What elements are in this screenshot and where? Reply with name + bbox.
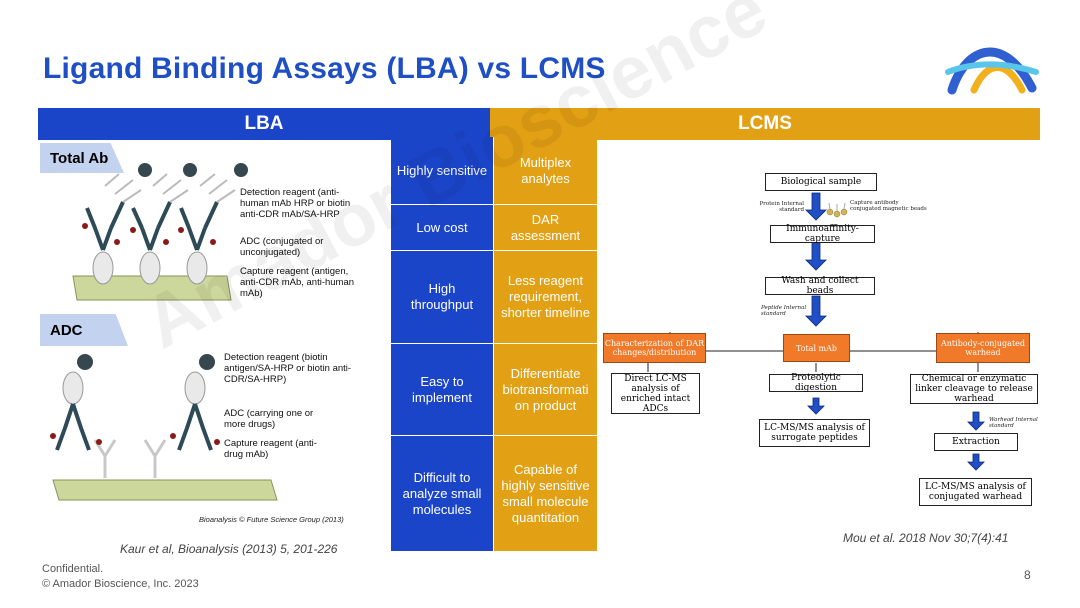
lcms-advantage: DAR assessment (494, 205, 597, 250)
direct-lcms-box: Direct LC-MS analysis of enriched intact… (611, 373, 700, 414)
surrogate-peptide-box: LC-MS/MS analysis of surrogate peptides (759, 419, 870, 447)
figure-copyright: Bioanalysis © Future Science Group (2013… (199, 515, 344, 524)
total-mab-branch-box: Total mAb (783, 334, 850, 362)
total-ab-tag: Total Ab (40, 143, 124, 173)
total-ab-capture-annotation: Capture reagent (antigen, anti-CDR mAb, … (240, 266, 355, 299)
page-number: 8 (1024, 568, 1031, 582)
lba-limitation: Difficult to analyze small molecules (391, 436, 494, 551)
biological-sample-box: Biological sample (765, 173, 877, 191)
magnetic-beads-icon (826, 202, 848, 218)
lba-advantage: Easy to implement (391, 344, 494, 435)
comparison-row: Low cost DAR assessment (391, 205, 597, 251)
lcms-advantage: Multiplex analytes (494, 137, 597, 204)
lcms-advantage: Less reagent requirement, shorter timeli… (494, 251, 597, 343)
conjugated-warhead-box: LC-MS/MS analysis of conjugated warhead (919, 478, 1032, 506)
peptide-standard-note: Peptide Internal standard (761, 305, 807, 317)
adc-adc-annotation: ADC (carrying one or more drugs) (224, 408, 314, 430)
immunoaffinity-capture-box: Immunoaffinity-capture (770, 224, 875, 244)
amador-logo (944, 40, 1039, 100)
copyright-notice: © Amador Bioscience, Inc. 2023 (42, 578, 199, 590)
comparison-row: Difficult to analyze small molecules Cap… (391, 436, 597, 551)
wash-collect-box: Wash and collect beads (765, 276, 875, 296)
linker-cleavage-box: Chemical or enzymatic linker cleavage to… (910, 374, 1038, 404)
lcms-advantage: Differentiate biotransformati on product (494, 344, 597, 435)
proteolytic-digestion-box: Proteolytic digestion (769, 373, 863, 393)
lba-assay-illustration (50, 163, 278, 501)
lcms-header: LCMS (490, 108, 1040, 140)
comparison-row: High throughput Less reagent requirement… (391, 251, 597, 344)
lba-advantage: High throughput (391, 251, 494, 343)
lba-citation: Kaur et al, Bioanalysis (2013) 5, 201-22… (120, 542, 338, 556)
lba-header: LBA (38, 108, 490, 140)
lba-advantage: Low cost (391, 205, 494, 250)
comparison-row: Easy to implement Differentiate biotrans… (391, 344, 597, 436)
lcms-workflow-flowchart: Biological sample Protein Internal stand… (598, 160, 1048, 510)
total-ab-detection-annotation: Detection reagent (anti-human mAb HRP or… (240, 187, 351, 220)
capture-beads-note: Capture antibody conjugated magnetic bea… (850, 200, 927, 212)
slide-title: Ligand Binding Assays (LBA) vs LCMS (43, 52, 606, 85)
comparison-row: Highly sensitive Multiplex analytes (391, 137, 597, 205)
adc-tag: ADC (40, 314, 128, 346)
adc-capture-annotation: Capture reagent (anti-drug mAb) (224, 438, 317, 460)
comparison-table: Highly sensitive Multiplex analytes Low … (391, 137, 597, 551)
total-ab-adc-annotation: ADC (conjugated or unconjugated) (240, 236, 324, 258)
lcms-citation: Mou et al. 2018 Nov 30;7(4):41 (843, 531, 1009, 545)
dar-branch-box: Characterization of DAR changes/distribu… (603, 333, 706, 363)
warhead-branch-box: Antibody-conjugated warhead (936, 333, 1030, 363)
warhead-standard-note: Warhead Internal standard (989, 417, 1038, 429)
adc-detection-annotation: Detection reagent (biotin antigen/SA-HRP… (224, 352, 352, 385)
confidential-notice: Confidential. (42, 563, 104, 575)
lcms-advantage: Capable of highly sensitive small molecu… (494, 436, 597, 551)
protein-standard-note: Protein Internal standard (759, 201, 804, 213)
extraction-box: Extraction (934, 433, 1018, 451)
lba-advantage: Highly sensitive (391, 137, 494, 204)
